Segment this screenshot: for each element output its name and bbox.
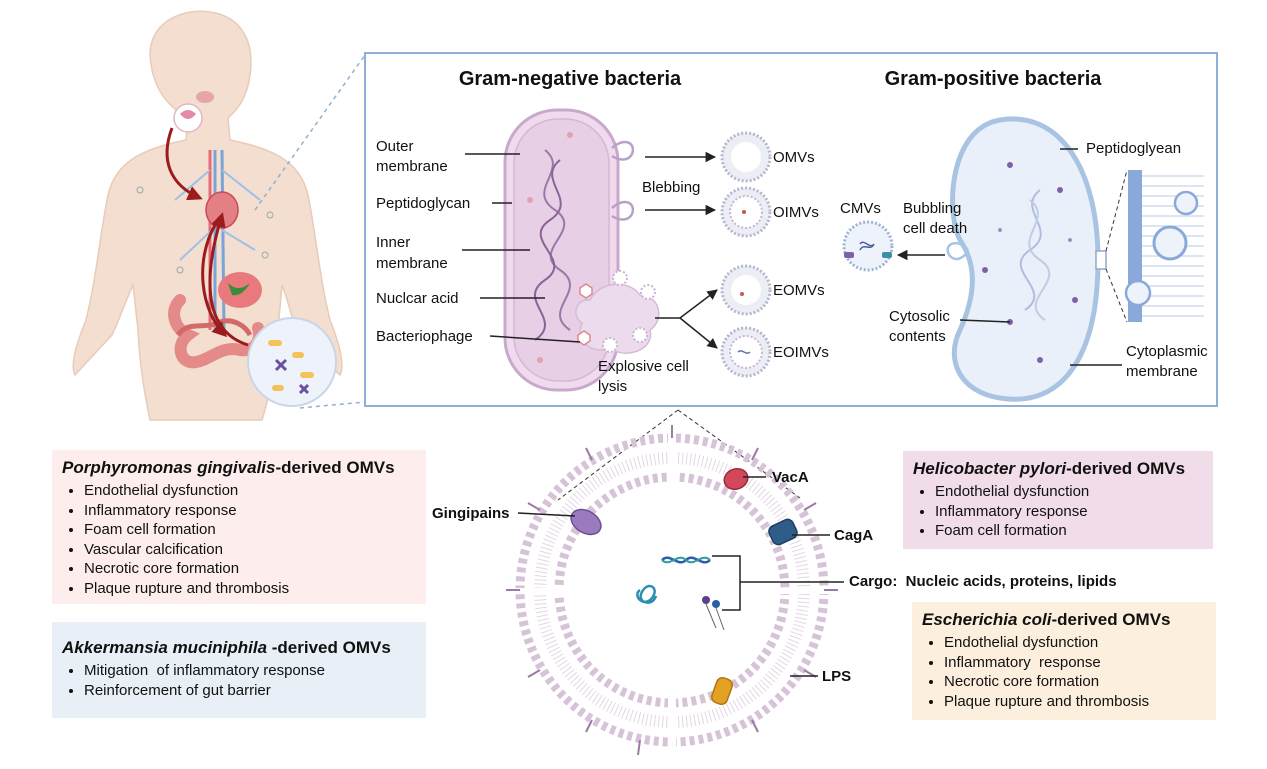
nucleic-acid-label: Nuclcar acid bbox=[376, 290, 459, 307]
bubbling-label: Bubbling cell death bbox=[903, 200, 967, 237]
panel-ec: Escherichia coli-derived OMVs Endothelia… bbox=[912, 602, 1216, 720]
omv-leaders bbox=[517, 476, 844, 677]
gingipains-label: Gingipains bbox=[432, 505, 510, 522]
gram-positive-leaders bbox=[959, 148, 1122, 366]
caga-label: CagA bbox=[834, 527, 873, 544]
panel-ec-item: Endothelial dysfunction bbox=[944, 633, 1206, 653]
panel-ec-item: Plaque rupture and thrombosis bbox=[944, 692, 1206, 712]
blebbing-label: Blebbing bbox=[642, 179, 700, 196]
cargo-label: Cargo: Nucleic acids, proteins, lipids bbox=[849, 573, 1117, 590]
cmvs-label: CMVs bbox=[840, 200, 881, 217]
panel-ec-list: Endothelial dysfunction Inflammatory res… bbox=[922, 633, 1206, 711]
panel-pg-item: Endothelial dysfunction bbox=[84, 481, 416, 501]
panel-hp-title: Helicobacter pylori-derived OMVs bbox=[913, 459, 1186, 478]
panel-am-title: Akkermansia muciniphila -derived OMVs bbox=[62, 638, 391, 657]
gram-negative-leaders bbox=[462, 153, 581, 343]
vesicle-oimv bbox=[720, 186, 772, 238]
panel-hp: Helicobacter pylori-derived OMVs Endothe… bbox=[903, 451, 1213, 549]
panel-hp-item: Foam cell formation bbox=[935, 521, 1203, 541]
panel-pg-item: Plaque rupture and thrombosis bbox=[84, 579, 416, 599]
oimvs-label: OIMVs bbox=[773, 204, 819, 221]
panel-am-list: Mitigation of inflammatory response Rein… bbox=[62, 661, 416, 700]
cytoplasmic-label: Cytoplasmic membrane bbox=[1126, 343, 1212, 380]
omvs-label: OMVs bbox=[773, 149, 815, 166]
panel-am: Akkermansia muciniphila -derived OMVs Mi… bbox=[52, 622, 426, 718]
gram-negative-title: Gram-negative bacteria bbox=[459, 68, 682, 90]
panel-pg-item: Necrotic core formation bbox=[84, 559, 416, 579]
panel-pg-item: Inflammatory response bbox=[84, 501, 416, 521]
explosive-lysis-label: Explosive cell lysis bbox=[598, 358, 693, 395]
lps-label: LPS bbox=[822, 668, 851, 685]
gp-peptidoglycan-label: Peptidoglyean bbox=[1086, 140, 1181, 157]
cytosolic-label: Cytosolic contents bbox=[889, 308, 954, 345]
panel-hp-list: Endothelial dysfunction Inflammatory res… bbox=[913, 482, 1203, 541]
panel-am-item: Mitigation of inflammatory response bbox=[84, 661, 416, 681]
gram-positive-title: Gram-positive bacteria bbox=[885, 68, 1103, 90]
panel-ec-title: Escherichia coli-derived OMVs bbox=[922, 610, 1171, 629]
panel-pg-list: Endothelial dysfunction Inflammatory res… bbox=[62, 481, 416, 598]
omv-cross-section bbox=[506, 425, 838, 756]
gram-positive-cell bbox=[946, 116, 1204, 402]
panel-hp-item: Endothelial dysfunction bbox=[935, 482, 1203, 502]
panel-pg-item: Foam cell formation bbox=[84, 520, 416, 540]
bacteriophage-label: Bacteriophage bbox=[376, 328, 473, 345]
panel-ec-item: Necrotic core formation bbox=[944, 672, 1206, 692]
panel-pg: Porphyromonas gingivalis-derived OMVs En… bbox=[52, 450, 426, 604]
eomvs-label: EOMVs bbox=[773, 282, 825, 299]
panel-ec-item: Inflammatory response bbox=[944, 653, 1206, 673]
peptidoglycan-label: Peptidoglycan bbox=[376, 195, 470, 212]
zoom-lines bbox=[557, 409, 801, 501]
human-body-illustration bbox=[72, 10, 366, 421]
vesicle-arrows bbox=[645, 151, 718, 349]
cmv-vesicle bbox=[842, 220, 894, 272]
inner-membrane-label: Inner membrane bbox=[376, 234, 448, 272]
vesicle-eomv bbox=[720, 264, 772, 316]
vesicle-eoimv bbox=[720, 326, 772, 378]
panel-am-item: Reinforcement of gut barrier bbox=[84, 681, 416, 701]
panel-pg-item: Vascular calcification bbox=[84, 540, 416, 560]
panel-hp-item: Inflammatory response bbox=[935, 502, 1203, 522]
vesicle-omv bbox=[720, 131, 772, 183]
outer-membrane-label: Outer membrane bbox=[376, 138, 448, 175]
vaca-label: VacA bbox=[772, 469, 809, 486]
eoimvs-label: EOIMVs bbox=[773, 344, 829, 361]
panel-pg-title: Porphyromonas gingivalis-derived OMVs bbox=[62, 458, 395, 477]
gram-negative-cell bbox=[503, 108, 660, 392]
